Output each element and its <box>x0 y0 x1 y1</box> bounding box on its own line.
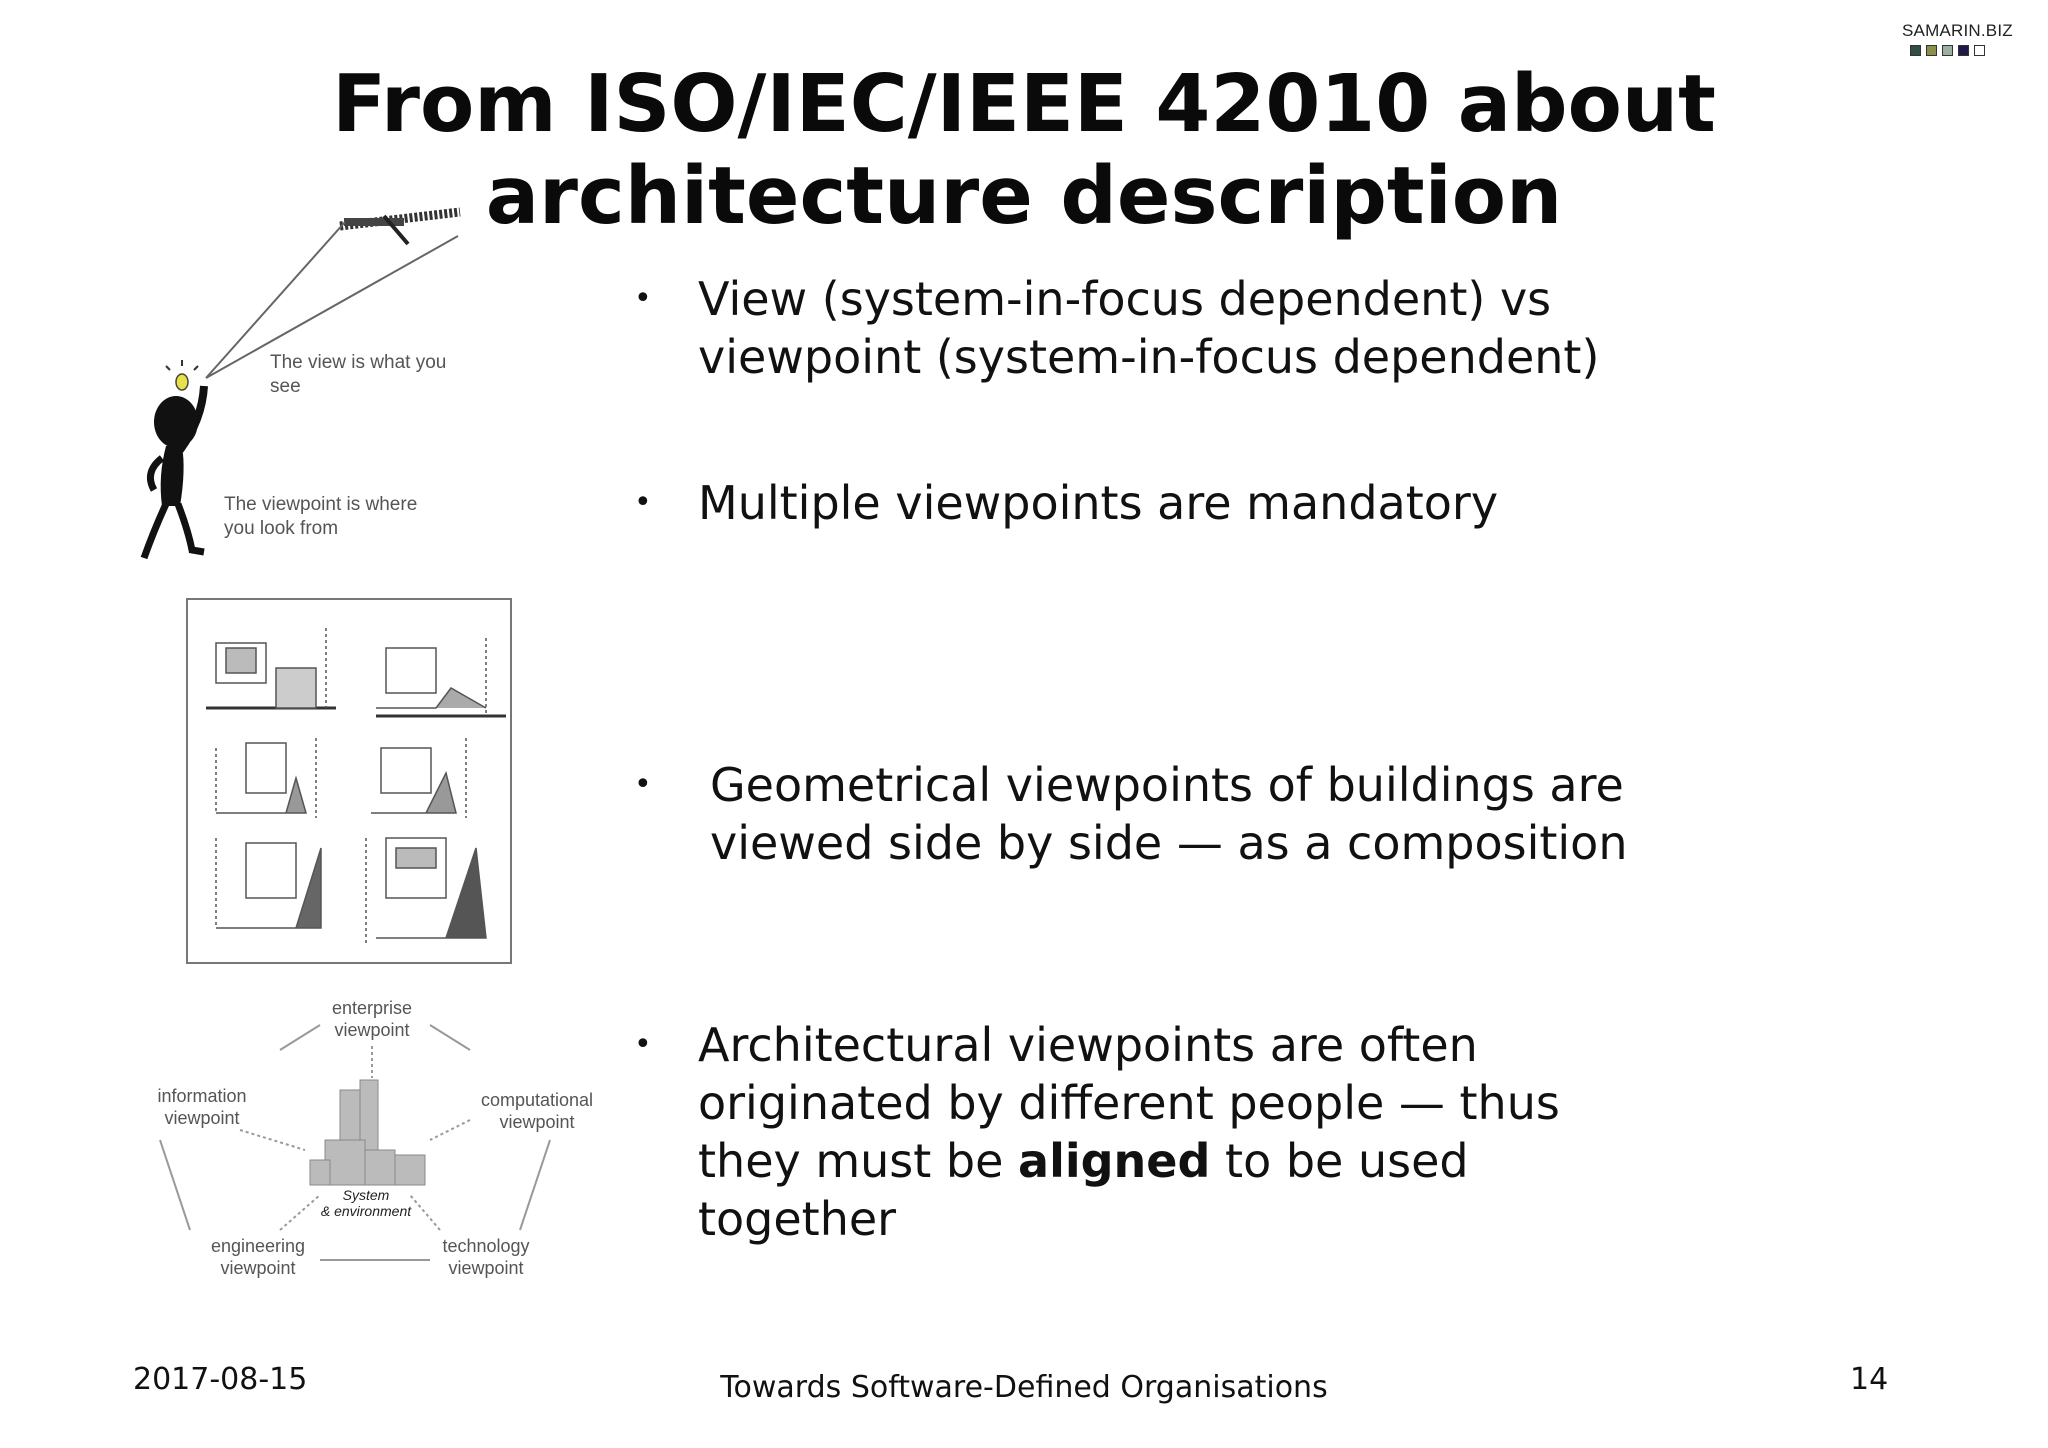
bullet-symbol: • <box>634 485 652 520</box>
slide-title-line: architecture description <box>485 150 1563 242</box>
bullet-text: viewpoint (system-in-focus dependent) <box>698 330 1600 384</box>
bullet-text: they must be aligned to be used <box>698 1132 1469 1190</box>
building-elevations-illustration <box>186 598 512 964</box>
bullet-text-segment: to be used <box>1210 1134 1469 1188</box>
bullet-text: View (system-in-focus dependent) vs <box>698 272 1552 326</box>
logo-square <box>1910 45 1921 56</box>
stick-figure-icon <box>140 385 208 560</box>
stickman-view-illustration: The view is what you see The viewpoint i… <box>140 207 461 560</box>
computational-viewpoint-label: computational <box>481 1090 593 1110</box>
information-viewpoint-label: information <box>157 1086 246 1106</box>
bullet-item: • Geometrical viewpoints of buildings ar… <box>634 756 1734 876</box>
bullet-text: Geometrical viewpoints of buildings are <box>710 758 1624 812</box>
slide-title: From ISO/IEC/IEEE 42010 about architectu… <box>0 58 2048 242</box>
footer-date: 2017-08-15 <box>133 1362 308 1397</box>
logo-square <box>1958 45 1969 56</box>
brand-logo-squares <box>1910 45 1985 56</box>
enterprise-viewpoint-label: enterprise <box>332 998 412 1018</box>
brand-logo-text: SAMARIN.BIZ <box>1902 21 2013 40</box>
engineering-viewpoint-label: viewpoint <box>220 1258 295 1278</box>
viewpoints-diagram-illustration: enterprise viewpoint information viewpoi… <box>157 998 593 1278</box>
engineering-viewpoint-label: engineering <box>211 1236 305 1256</box>
system-environment-label: System <box>343 1187 390 1203</box>
lightbulb-icon <box>165 360 199 391</box>
bullet-text: Multiple viewpoints are mandatory <box>698 476 1499 530</box>
bullet-item: • View (system-in-focus dependent) vs vi… <box>634 270 1734 390</box>
bullet-symbol: • <box>634 1027 652 1062</box>
caption-viewpoint: you look from <box>224 518 338 539</box>
bullet-item: • Architectural viewpoints are often ori… <box>634 1016 1734 1256</box>
city-buildings-icon <box>309 1079 426 1186</box>
building-drawing <box>206 628 506 943</box>
information-viewpoint-label: viewpoint <box>164 1108 239 1128</box>
technology-viewpoint-label: viewpoint <box>448 1258 523 1278</box>
caption-viewpoint: The viewpoint is where <box>224 494 417 515</box>
technology-viewpoint-label: technology <box>442 1236 529 1256</box>
slide-title-line: From ISO/IEC/IEEE 42010 about <box>332 58 1716 150</box>
bullet-emphasis: aligned <box>1018 1134 1211 1188</box>
bullet-symbol: • <box>634 281 652 316</box>
logo-square <box>1974 45 1985 56</box>
bullet-item: • Multiple viewpoints are mandatory <box>634 474 1734 534</box>
bullet-text: originated by different people — thus <box>698 1076 1560 1130</box>
bullet-text: together <box>698 1192 897 1246</box>
satellite-icon <box>339 207 461 246</box>
bullet-text-segment: they must be <box>698 1134 1019 1188</box>
system-environment-label: & environment <box>321 1203 412 1219</box>
enterprise-viewpoint-label: viewpoint <box>334 1020 409 1040</box>
bullet-text: Architectural viewpoints are often <box>698 1018 1478 1072</box>
bullet-symbol: • <box>634 767 652 802</box>
bullet-text: viewed side by side — as a composition <box>710 816 1628 870</box>
viewpoint-arrows <box>159 1024 551 1261</box>
logo-square <box>1926 45 1937 56</box>
page-number: 14 <box>1850 1362 1889 1397</box>
logo-square <box>1942 45 1953 56</box>
caption-view: see <box>270 376 301 397</box>
caption-view: The view is what you <box>270 352 446 373</box>
computational-viewpoint-label: viewpoint <box>499 1112 574 1132</box>
footer-title: Towards Software-Defined Organisations <box>720 1370 1328 1405</box>
